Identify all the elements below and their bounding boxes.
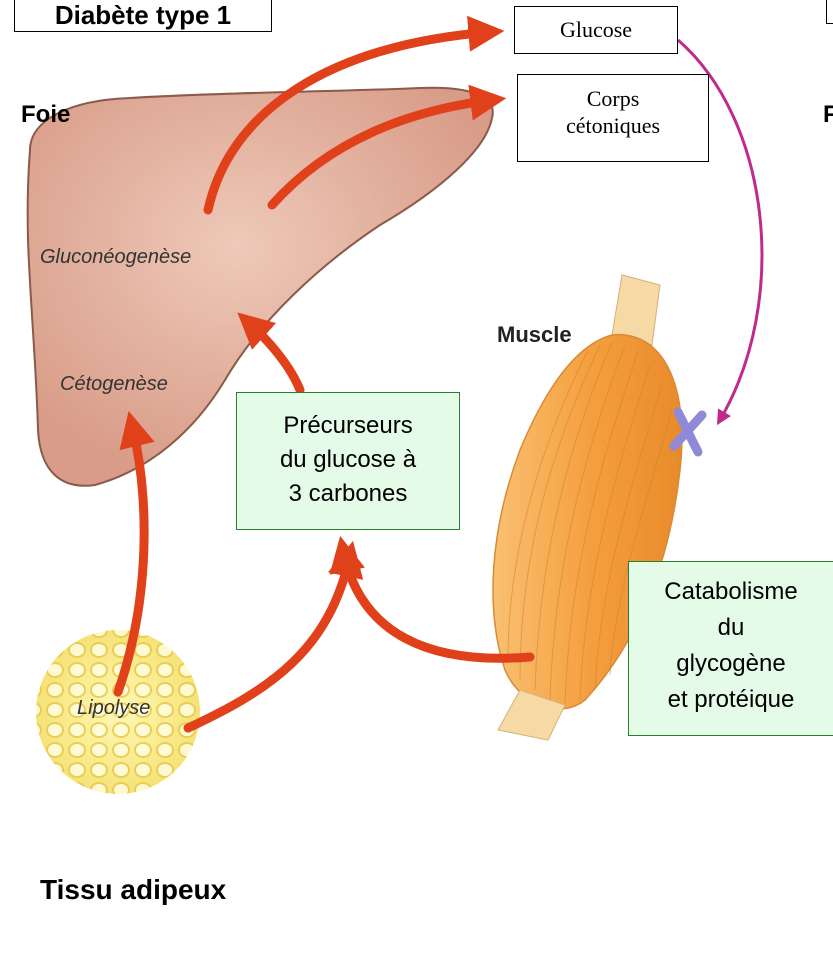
precurseurs-line-1: Précurseurs [237,409,459,443]
catabolisme-line-1: Catabolisme [629,574,833,610]
catabolisme-line-4: et protéique [629,682,833,718]
box-catabolisme: Catabolisme du glycogène et protéique [628,561,833,736]
precurseurs-line-3: 3 carbones [237,477,459,511]
label-muscle: Muscle [497,322,572,348]
precurseurs-line-2: du glucose à [237,443,459,477]
label-foie: Foie [21,101,70,129]
catabolisme-line-3: glycogène [629,646,833,682]
partial-box-right [826,0,833,24]
label-partial-right: F [823,101,833,129]
page-title: Diabète type 1 [14,0,272,32]
label-tissu-adipeux: Tissu adipeux [40,874,226,906]
corps-line-2: cétoniques [518,112,708,139]
box-precurseurs: Précurseurs du glucose à 3 carbones [236,392,460,530]
corps-line-1: Corps [518,85,708,112]
label-gluconeogenese: Gluconéogenèse [40,246,191,269]
arrow-lipolysis-to-precursors [188,555,350,728]
arrow-precursors-to-liver [248,322,300,390]
label-lipolyse: Lipolyse [77,697,150,720]
box-glucose: Glucose [514,6,678,54]
box-corps-cetoniques: Corps cétoniques [517,74,709,162]
label-cetogenese: Cétogenèse [60,373,168,396]
catabolisme-line-2: du [629,610,833,646]
